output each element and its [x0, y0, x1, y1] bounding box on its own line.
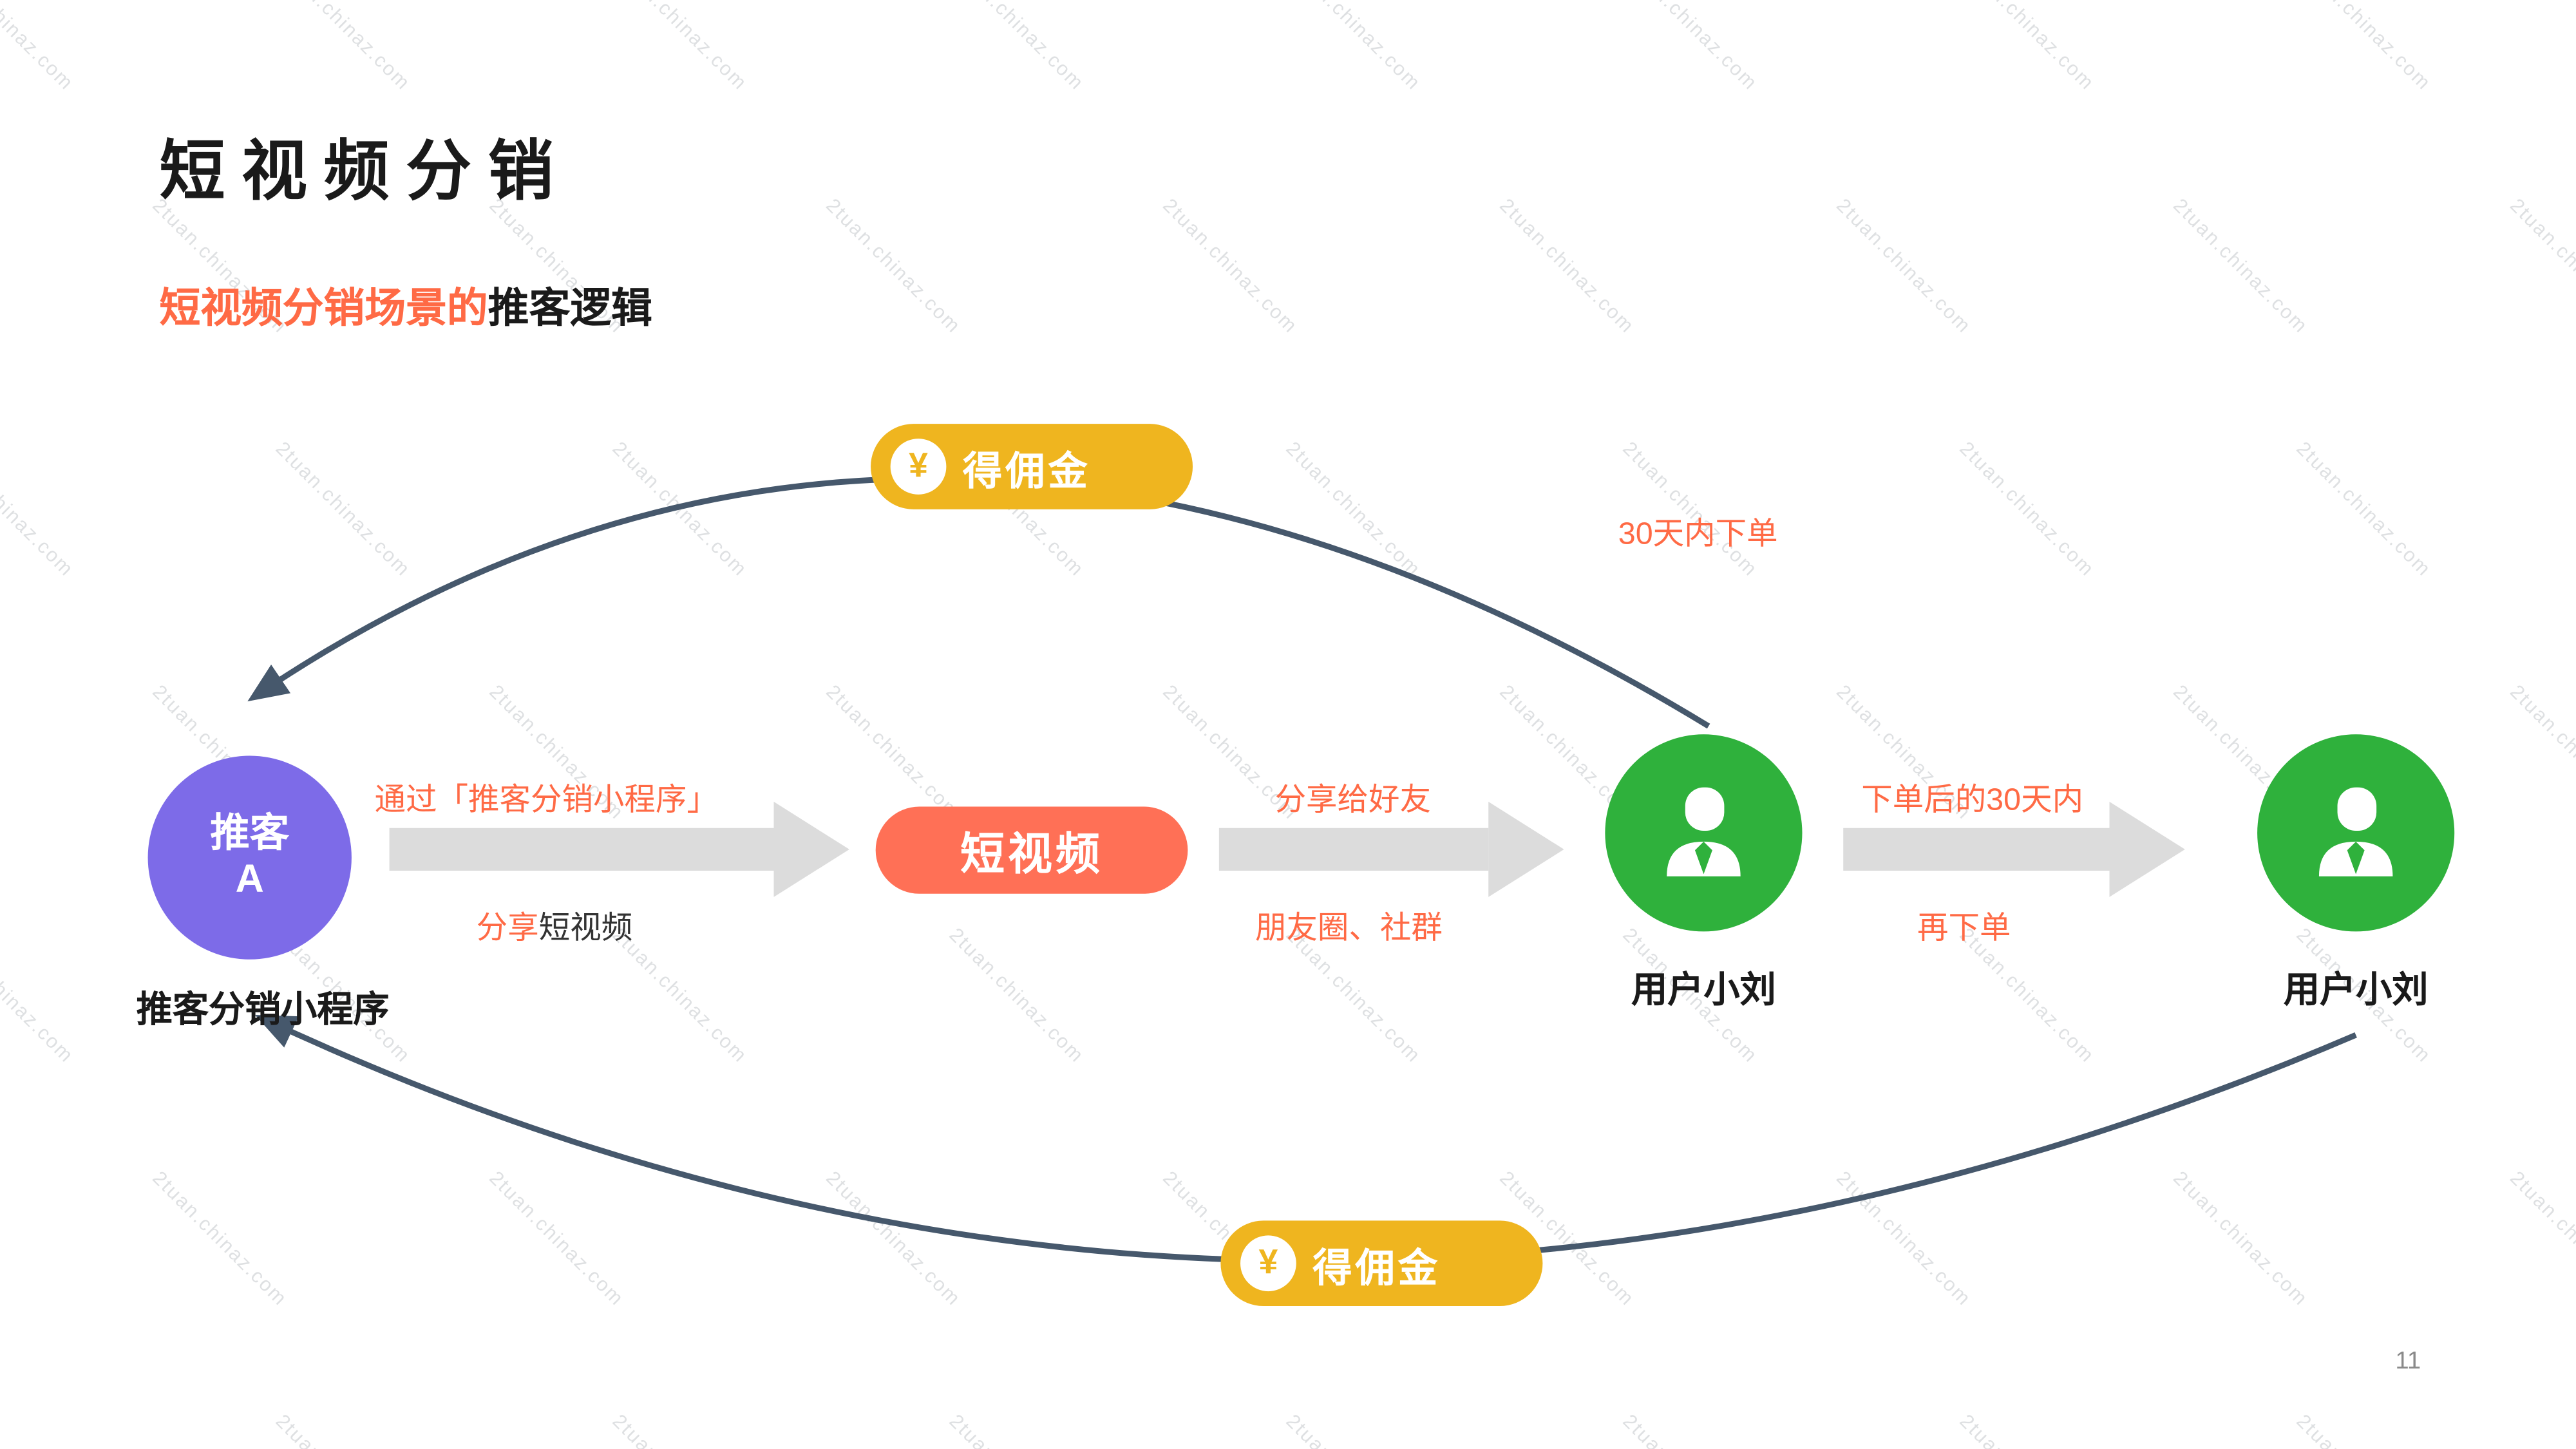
watermark-text: 2tuan.chinaz.com [0, 0, 79, 95]
watermark-text: 2tuan.chinaz.com [1955, 437, 2099, 582]
flow-arrow-2 [1218, 801, 1564, 897]
watermark-text: 2tuan.chinaz.com [0, 923, 79, 1068]
flow-arrow-head [1488, 801, 1564, 897]
watermark-text: 2tuan.chinaz.com [2291, 0, 2436, 95]
watermark-text: 2tuan.chinaz.com [1618, 1410, 1763, 1449]
watermark-text: 2tuan.chinaz.com [1832, 1166, 1976, 1311]
watermark-text: 2tuan.chinaz.com [0, 437, 79, 582]
arrow2-text-above: 分享给好友 [1274, 783, 1431, 819]
arrow3-text-above: 下单后的30天内 [1861, 783, 2084, 819]
promoter-line1: 推客 [210, 812, 289, 857]
short-video-pill: 短视频 [875, 806, 1188, 894]
page-title: 短视频分销 [159, 136, 571, 209]
watermark-text: 2tuan.chinaz.com [608, 0, 752, 95]
flow-arrow-body [1843, 828, 2110, 871]
arrow1-text-above: 通过「推客分销小程序」 [374, 783, 718, 819]
promoter-line2: A [235, 857, 264, 902]
arrow1-text-below: 分享短视频 [477, 904, 632, 948]
watermark-text: 2tuan.chinaz.com [1955, 1410, 2099, 1449]
arrow2-text-below: 朋友圈、社群 [1255, 911, 1443, 947]
watermark-text: 2tuan.chinaz.com [1618, 0, 1763, 95]
user1-avatar [1605, 734, 1803, 932]
arrow3-text-below: 再下单 [1917, 911, 2011, 947]
arrow1-below-highlight: 分享 [476, 911, 539, 947]
flow-arrow-body [389, 828, 774, 871]
user1-label: 用户小刘 [1631, 969, 1776, 1010]
watermark-text: 2tuan.chinaz.com [1955, 0, 2099, 95]
watermark-text: 2tuan.chinaz.com [271, 1410, 415, 1449]
watermark-text: 2tuan.chinaz.com [2505, 1166, 2576, 1311]
person-icon [1667, 787, 1741, 876]
user2-label: 用户小刘 [2283, 969, 2429, 1010]
flow-arrow-3 [1843, 801, 2185, 897]
commission-pill-bottom: ¥ 得佣金 [1220, 1220, 1543, 1307]
watermark-text: 2tuan.chinaz.com [2168, 1166, 2313, 1311]
watermark-text: 2tuan.chinaz.com [608, 437, 752, 582]
subtitle-rest: 推客逻辑 [488, 285, 652, 332]
watermark-text: 2tuan.chinaz.com [821, 1166, 966, 1311]
arrow1-below-rest: 短视频 [538, 911, 633, 947]
watermark-text: 2tuan.chinaz.com [1158, 194, 1303, 338]
commission-label: 得佣金 [1312, 1245, 1441, 1291]
flow-arrow-head [2109, 801, 2185, 897]
person-icon [2318, 787, 2393, 876]
watermark-text: 2tuan.chinaz.com [945, 923, 1089, 1068]
watermark-text: 2tuan.chinaz.com [945, 1410, 1089, 1449]
user2-avatar [2257, 734, 2455, 932]
yuan-coin-icon: ¥ [890, 439, 947, 495]
watermark-text: 2tuan.chinaz.com [2291, 437, 2436, 582]
flow-arrow-head [773, 801, 849, 897]
page-number: 11 [2395, 1347, 2421, 1376]
watermark-text: 2tuan.chinaz.com [0, 1410, 79, 1449]
promoter-label: 推客分销小程序 [136, 989, 390, 1030]
watermark-text: 2tuan.chinaz.com [484, 1166, 629, 1311]
top-curve-note: 30天内下单 [1618, 517, 1778, 553]
watermark-text: 2tuan.chinaz.com [608, 1410, 752, 1449]
watermark-text: 2tuan.chinaz.com [2168, 194, 2313, 338]
yuan-coin-icon: ¥ [1240, 1235, 1296, 1292]
watermark-text: 2tuan.chinaz.com [821, 194, 966, 338]
watermark-text: 2tuan.chinaz.com [1832, 194, 1976, 338]
page-subtitle: 短视频分销场景的推客逻辑 [159, 276, 652, 336]
subtitle-highlight: 短视频分销场景的 [159, 285, 488, 332]
watermark-text: 2tuan.chinaz.com [2505, 194, 2576, 338]
watermark-text: 2tuan.chinaz.com [1282, 437, 1426, 582]
watermark-text: 2tuan.chinaz.com [2292, 1410, 2436, 1449]
commission-label: 得佣金 [962, 449, 1091, 494]
commission-pill-top: ¥ 得佣金 [871, 424, 1193, 509]
watermark-text: 2tuan.chinaz.com [271, 437, 415, 582]
top-commission-curve [247, 475, 1710, 729]
watermark-text: 2tuan.chinaz.com [945, 0, 1089, 95]
watermark-text: 2tuan.chinaz.com [1495, 194, 1640, 338]
watermark-text: 2tuan.chinaz.com [147, 1166, 292, 1311]
watermark-text: 2tuan.chinaz.com [1282, 1410, 1426, 1449]
watermark-text: 2tuan.chinaz.com [2505, 680, 2576, 824]
promoter-node: 推客 A [147, 755, 352, 960]
flow-arrow-body [1218, 828, 1489, 871]
watermark-text: 2tuan.chinaz.com [1282, 0, 1426, 95]
flow-arrow-1 [389, 801, 849, 897]
watermark-text: 2tuan.chinaz.com [271, 0, 415, 95]
